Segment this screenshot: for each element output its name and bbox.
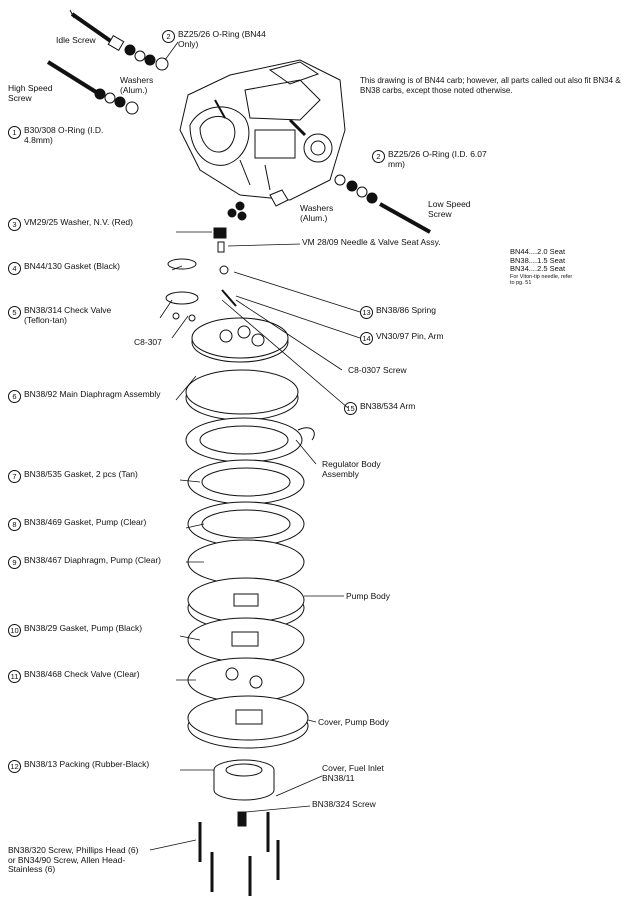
high-speed-screw-label: High Speed Screw bbox=[8, 83, 53, 103]
gasket-tan-plate-1 bbox=[185, 417, 315, 463]
packing-ring bbox=[213, 759, 275, 801]
seat-row-bn44: BN44....2.0 Seat bbox=[510, 247, 566, 256]
callout-number: 5 bbox=[8, 306, 21, 319]
low-speed-screw-drawing bbox=[334, 174, 431, 234]
packing-text: BN38/13 Packing (Rubber-Black) bbox=[24, 759, 150, 769]
diaphragm-pump-text: BN38/467 Diaphragm, Pump (Clear) bbox=[24, 555, 162, 565]
main-diaphragm-plate bbox=[191, 317, 289, 363]
callout-number: 14 bbox=[360, 332, 373, 345]
seat-row-bn38: BN38....1.5 Seat bbox=[510, 255, 566, 265]
check-valve-clear-text: BN38/468 Check Valve (Clear) bbox=[24, 669, 140, 679]
screw-324-label: BN38/324 Screw bbox=[312, 799, 376, 809]
cover-pump-body-plate bbox=[187, 695, 309, 749]
c8-0307-screw-label: C8-0307 Screw bbox=[348, 365, 407, 375]
regulator-plate bbox=[185, 369, 299, 421]
idle-screw-label: Idle Screw bbox=[56, 35, 96, 45]
gasket-pump-black-text: BN38/29 Gasket, Pump (Black) bbox=[24, 623, 143, 633]
main-diaphragm-text: BN38/92 Main Diaphragm Assembly bbox=[24, 389, 161, 399]
gasket-2pcs-text: BN38/535 Gasket, 2 pcs (Tan) bbox=[24, 469, 138, 479]
pump-body-plate bbox=[187, 577, 305, 631]
callout-number: 3 bbox=[8, 218, 21, 231]
seat-table: BN44....2.0 Seat BN38....1.5 Seat BN34..… bbox=[510, 247, 574, 286]
diaphragm-pump-plate bbox=[187, 539, 305, 585]
idle-screw-drawing bbox=[69, 9, 169, 71]
oring-right-text: BZ25/26 O-Ring (I.D. 6.07 mm) bbox=[388, 149, 487, 169]
low-speed-screw-label: Low Speed Screw bbox=[428, 199, 471, 219]
c8-307-label: C8-307 bbox=[134, 337, 162, 347]
gasket-pump-black-plate bbox=[187, 617, 305, 663]
cover-fuel-inlet-label: Cover, Fuel Inlet BN38/11 bbox=[322, 763, 384, 783]
carburetor-body-drawing bbox=[179, 59, 346, 201]
washers-top-label: Washers (Alum.) bbox=[120, 75, 154, 95]
gasket-pump-clear-plate bbox=[187, 501, 305, 547]
callout-number: 9 bbox=[8, 556, 21, 569]
check-valve-clear-plate bbox=[187, 657, 305, 703]
callout-number: 13 bbox=[360, 306, 373, 319]
cover-pump-body-label: Cover, Pump Body bbox=[318, 717, 389, 727]
bottom-screws-drawing bbox=[198, 812, 280, 896]
seat-footnote: For Viton-tip needle, refer to pg. 51 bbox=[510, 273, 573, 286]
callout-number: 2 bbox=[162, 30, 175, 43]
spring-text: BN38/86 Spring bbox=[376, 305, 437, 315]
check-valve-text: BN38/314 Check Valve (Teflon-tan) bbox=[24, 305, 112, 325]
oring-top-text: BZ25/26 O-Ring (BN44 Only) bbox=[178, 29, 266, 49]
callout-number: 7 bbox=[8, 470, 21, 483]
leader-lines bbox=[149, 41, 361, 851]
regulator-label: Regulator Body Assembly bbox=[322, 459, 381, 479]
callout-number: 1 bbox=[8, 126, 21, 139]
callout-number: 15 bbox=[344, 402, 357, 415]
callout-number: 8 bbox=[8, 518, 21, 531]
washers-right-label: Washers (Alum.) bbox=[300, 203, 334, 223]
gasket-black-text: BN44/130 Gasket (Black) bbox=[24, 261, 120, 271]
callout-number: 2 bbox=[372, 150, 385, 163]
callout-number: 4 bbox=[8, 262, 21, 275]
oring-1-text: B30/308 O-Ring (I.D. 4.8mm) bbox=[24, 125, 104, 145]
callout-number: 12 bbox=[8, 760, 21, 773]
high-speed-screw-drawing bbox=[46, 60, 139, 115]
drawing-note: This drawing is of BN44 carb; however, a… bbox=[360, 76, 621, 95]
arm-text: BN38/534 Arm bbox=[360, 401, 416, 411]
washer-nv-text: VM29/25 Washer, N.V. (Red) bbox=[24, 217, 133, 227]
gasket-tan-plate-2 bbox=[187, 459, 305, 505]
pump-body-label: Pump Body bbox=[346, 591, 390, 601]
needle-valve-label: VM 28/09 Needle & Valve Seat Assy. bbox=[302, 237, 441, 247]
callout-number: 10 bbox=[8, 624, 21, 637]
pin-arm-text: VN30/97 Pin, Arm bbox=[376, 331, 444, 341]
seat-row-bn34: BN34....2.5 Seat bbox=[510, 264, 566, 273]
gasket-pump-text: BN38/469 Gasket, Pump (Clear) bbox=[24, 517, 147, 527]
callout-number: 6 bbox=[8, 390, 21, 403]
callout-number: 11 bbox=[8, 670, 21, 683]
screws-bottom-label: BN38/320 Screw, Phillips Head (6) or BN3… bbox=[8, 845, 139, 874]
